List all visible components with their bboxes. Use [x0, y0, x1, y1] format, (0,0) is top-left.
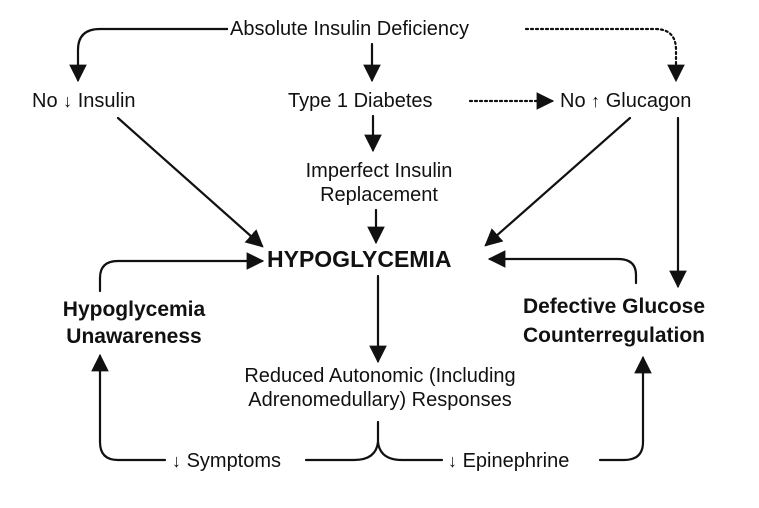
node-hypoglycemia-unawareness: Hypoglycemia Unawareness [40, 296, 228, 350]
reduced-line1: Reduced Autonomic (Including [244, 365, 516, 387]
node-imperfect-insulin-replacement: Imperfect Insulin Replacement [283, 159, 475, 207]
no-insulin-prefix: No [32, 90, 58, 112]
node-hypoglycemia: HYPOGLYCEMIA [265, 245, 454, 273]
defective-line2: Counterregulation [523, 324, 705, 347]
imperfect-line2: Replacement [320, 184, 438, 206]
node-defective-glucose-counterregulation: Defective Glucose Counterregulation [492, 292, 736, 350]
no-glucagon-text: Glucagon [605, 90, 692, 112]
reduced-line2: Adrenomedullary) Responses [248, 389, 512, 411]
edge-reduced-to-symptoms [304, 420, 380, 462]
type1-diabetes-label: Type 1 Diabetes [288, 90, 433, 112]
edge-defective-to-hypoglycemia [487, 250, 638, 285]
unawareness-line2: Unawareness [66, 325, 202, 348]
imperfect-line1: Imperfect Insulin [305, 160, 453, 182]
absolute-insulin-deficiency-label: Absolute Insulin Deficiency [230, 18, 470, 40]
node-reduced-autonomic-responses: Reduced Autonomic (Including Adrenomedul… [208, 364, 552, 412]
edge-deficiency-to-no-insulin [69, 27, 230, 83]
edge-symptoms-to-unawareness [91, 353, 167, 462]
symptoms-text: Symptoms [186, 450, 282, 472]
unawareness-line1: Hypoglycemia [62, 298, 206, 321]
down-arrow-icon: ↓ [63, 91, 73, 111]
edge-no-glucagon-to-hypoglycemia [484, 116, 632, 247]
node-type1-diabetes: Type 1 Diabetes [286, 89, 435, 113]
node-epinephrine: ↓ Epinephrine [446, 449, 572, 473]
edge-epinephrine-to-defective [598, 355, 652, 462]
edge-deficiency-to-no-glucagon [524, 27, 685, 83]
no-insulin-text: Insulin [77, 90, 136, 112]
edge-unawareness-to-hypoglycemia [98, 252, 265, 293]
defective-line1: Defective Glucose [522, 295, 706, 318]
node-absolute-insulin-deficiency: Absolute Insulin Deficiency [228, 17, 472, 41]
epinephrine-text: Epinephrine [462, 450, 570, 472]
edge-reduced-to-epinephrine [376, 440, 444, 462]
down-arrow-icon: ↓ [172, 451, 181, 471]
hypoglycemia-label: HYPOGLYCEMIA [267, 246, 452, 272]
down-arrow-icon: ↓ [448, 451, 457, 471]
up-arrow-icon: ↑ [591, 91, 601, 111]
node-no-glucagon: No ↑ Glucagon [558, 89, 694, 113]
node-symptoms: ↓ Symptoms [170, 449, 284, 473]
no-glucagon-prefix: No [560, 90, 586, 112]
edge-no-insulin-to-hypoglycemia [116, 116, 264, 248]
node-no-insulin: No ↓ Insulin [30, 89, 138, 113]
